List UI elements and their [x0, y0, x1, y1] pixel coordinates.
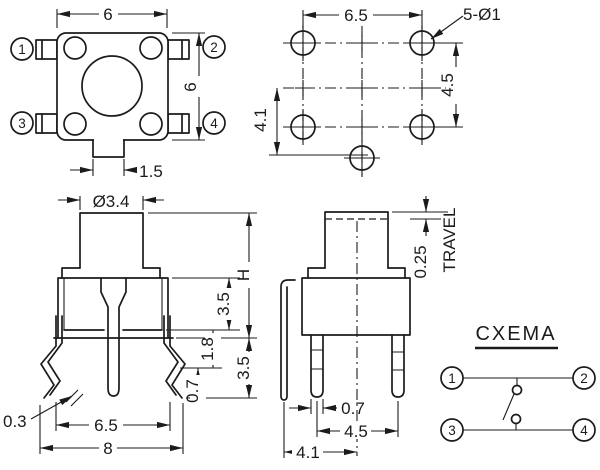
pin-1-marker: 1 — [10, 37, 34, 61]
pin-2-marker: 2 — [202, 35, 226, 59]
dim-stem-label: 0.7 — [183, 379, 202, 403]
corner-post — [63, 36, 87, 60]
dim-hole-offset-y-label: 4.1 — [251, 108, 270, 132]
dim-tab-width-label: 1.5 — [139, 162, 163, 181]
dim-top-width-label: 6 — [103, 5, 112, 24]
top-view: 1 2 3 4 6 6 — [10, 5, 226, 181]
corner-post — [63, 112, 87, 136]
dim-plunger-dia: Ø3.4 — [58, 192, 164, 211]
dim-top-height-label: 6 — [181, 82, 200, 91]
plunger-outline — [79, 212, 144, 269]
mounting-holes — [285, 25, 440, 176]
schematic-pin-4-label: 4 — [580, 423, 588, 438]
front-dim-chain: H 3.5 3.5 1.8 0.7 — [148, 212, 257, 407]
dim-hole-spacing-x-label: 6.5 — [344, 6, 368, 25]
dim-inner-width-label: 6.5 — [94, 416, 118, 435]
schematic-title: CXEMA — [475, 323, 556, 345]
schematic-pin-2: 2 — [572, 366, 596, 390]
schematic-pin-3: 3 — [440, 418, 464, 442]
switch-contact-symbol — [502, 378, 523, 430]
dim-total-height-label: H — [234, 269, 253, 281]
dim-leg-pitch-label: 4.5 — [344, 422, 368, 441]
schematic-pin-3-label: 3 — [448, 423, 456, 438]
dim-lower-label: 3.5 — [234, 356, 253, 380]
pin-4-marker: 4 — [202, 111, 226, 135]
side-bracket — [280, 279, 296, 401]
dim-hole-spacing-y-label: 4.5 — [438, 73, 457, 97]
plunger-collar — [61, 267, 161, 279]
schematic-pin-2-label: 2 — [580, 371, 588, 386]
corner-post — [139, 112, 163, 136]
hole — [285, 109, 321, 145]
schematic: CXEMA 1 2 3 4 — [440, 323, 596, 442]
hole — [285, 25, 321, 61]
pin-3-label: 3 — [18, 116, 26, 131]
dim-outer-width-label: 8 — [103, 439, 112, 458]
center-stem — [100, 277, 127, 397]
dim-clip-thickness: 0.3 — [3, 389, 84, 431]
hole-callout-label: 5-Ø1 — [463, 5, 501, 24]
dim-hole-offset-y: 4.1 — [251, 88, 368, 156]
dim-tab-width: 1.5 — [70, 159, 163, 181]
side-legs — [310, 334, 405, 398]
corner-post — [139, 36, 163, 60]
dim-ledge-label: 1.8 — [198, 337, 217, 361]
plunger-circle — [81, 55, 143, 117]
dim-plunger-dia-label: Ø3.4 — [93, 192, 130, 211]
schematic-pin-1-label: 1 — [448, 371, 456, 386]
hole — [344, 140, 380, 176]
pin-1-label: 1 — [18, 42, 26, 57]
pin-4-label: 4 — [210, 116, 218, 131]
mounting-clips — [40, 315, 186, 399]
dim-leg-width-label: 0.7 — [341, 399, 365, 418]
dim-bracket-offset: 4.1 — [283, 402, 357, 462]
hole-callout: 5-Ø1 — [430, 5, 501, 40]
side-plunger-collar — [307, 267, 406, 279]
pin-2-label: 2 — [210, 40, 218, 55]
dim-hole-spacing-y: 4.5 — [436, 42, 464, 128]
body-outline — [53, 277, 174, 339]
hole — [404, 109, 440, 145]
dim-bracket-offset-label: 4.1 — [296, 443, 320, 462]
dim-travel-label: 0.25 — [411, 245, 430, 278]
centerline-crosses — [295, 35, 430, 135]
dim-travel: 0.25 TRAVEL — [392, 196, 459, 279]
dim-top-width: 6 — [56, 5, 168, 28]
side-plunger-outline — [324, 211, 389, 269]
switch-body-outline — [56, 32, 169, 141]
pcb-hole-layout: 6.5 5-Ø1 4.5 4.1 — [251, 5, 501, 177]
dim-hole-spacing-x: 6.5 — [302, 6, 423, 28]
pin-3-marker: 3 — [10, 111, 34, 135]
travel-word-label: TRAVEL — [440, 208, 459, 273]
dim-upper-body-label: 3.5 — [214, 292, 233, 316]
top-view-pin-leads — [35, 39, 190, 134]
side-view: 0.25 TRAVEL 0.7 4.5 4.1 — [280, 196, 459, 462]
dim-top-height: 6 — [172, 32, 205, 141]
dim-inner-width: 6.5 — [55, 402, 171, 435]
schematic-pin-4: 4 — [572, 418, 596, 442]
side-body-outline — [301, 277, 411, 336]
dim-outer-width: 8 — [39, 403, 184, 458]
schematic-pin-1: 1 — [440, 366, 464, 390]
hole — [404, 25, 440, 61]
front-view: Ø3.4 H 3.5 3.5 1.8 0.7 — [3, 192, 257, 458]
locating-tab — [92, 139, 125, 158]
dim-clip-thickness-label: 0.3 — [3, 412, 27, 431]
dim-leg-pitch: 4.5 — [316, 401, 399, 441]
dim-leg-width: 0.7 — [289, 399, 365, 418]
